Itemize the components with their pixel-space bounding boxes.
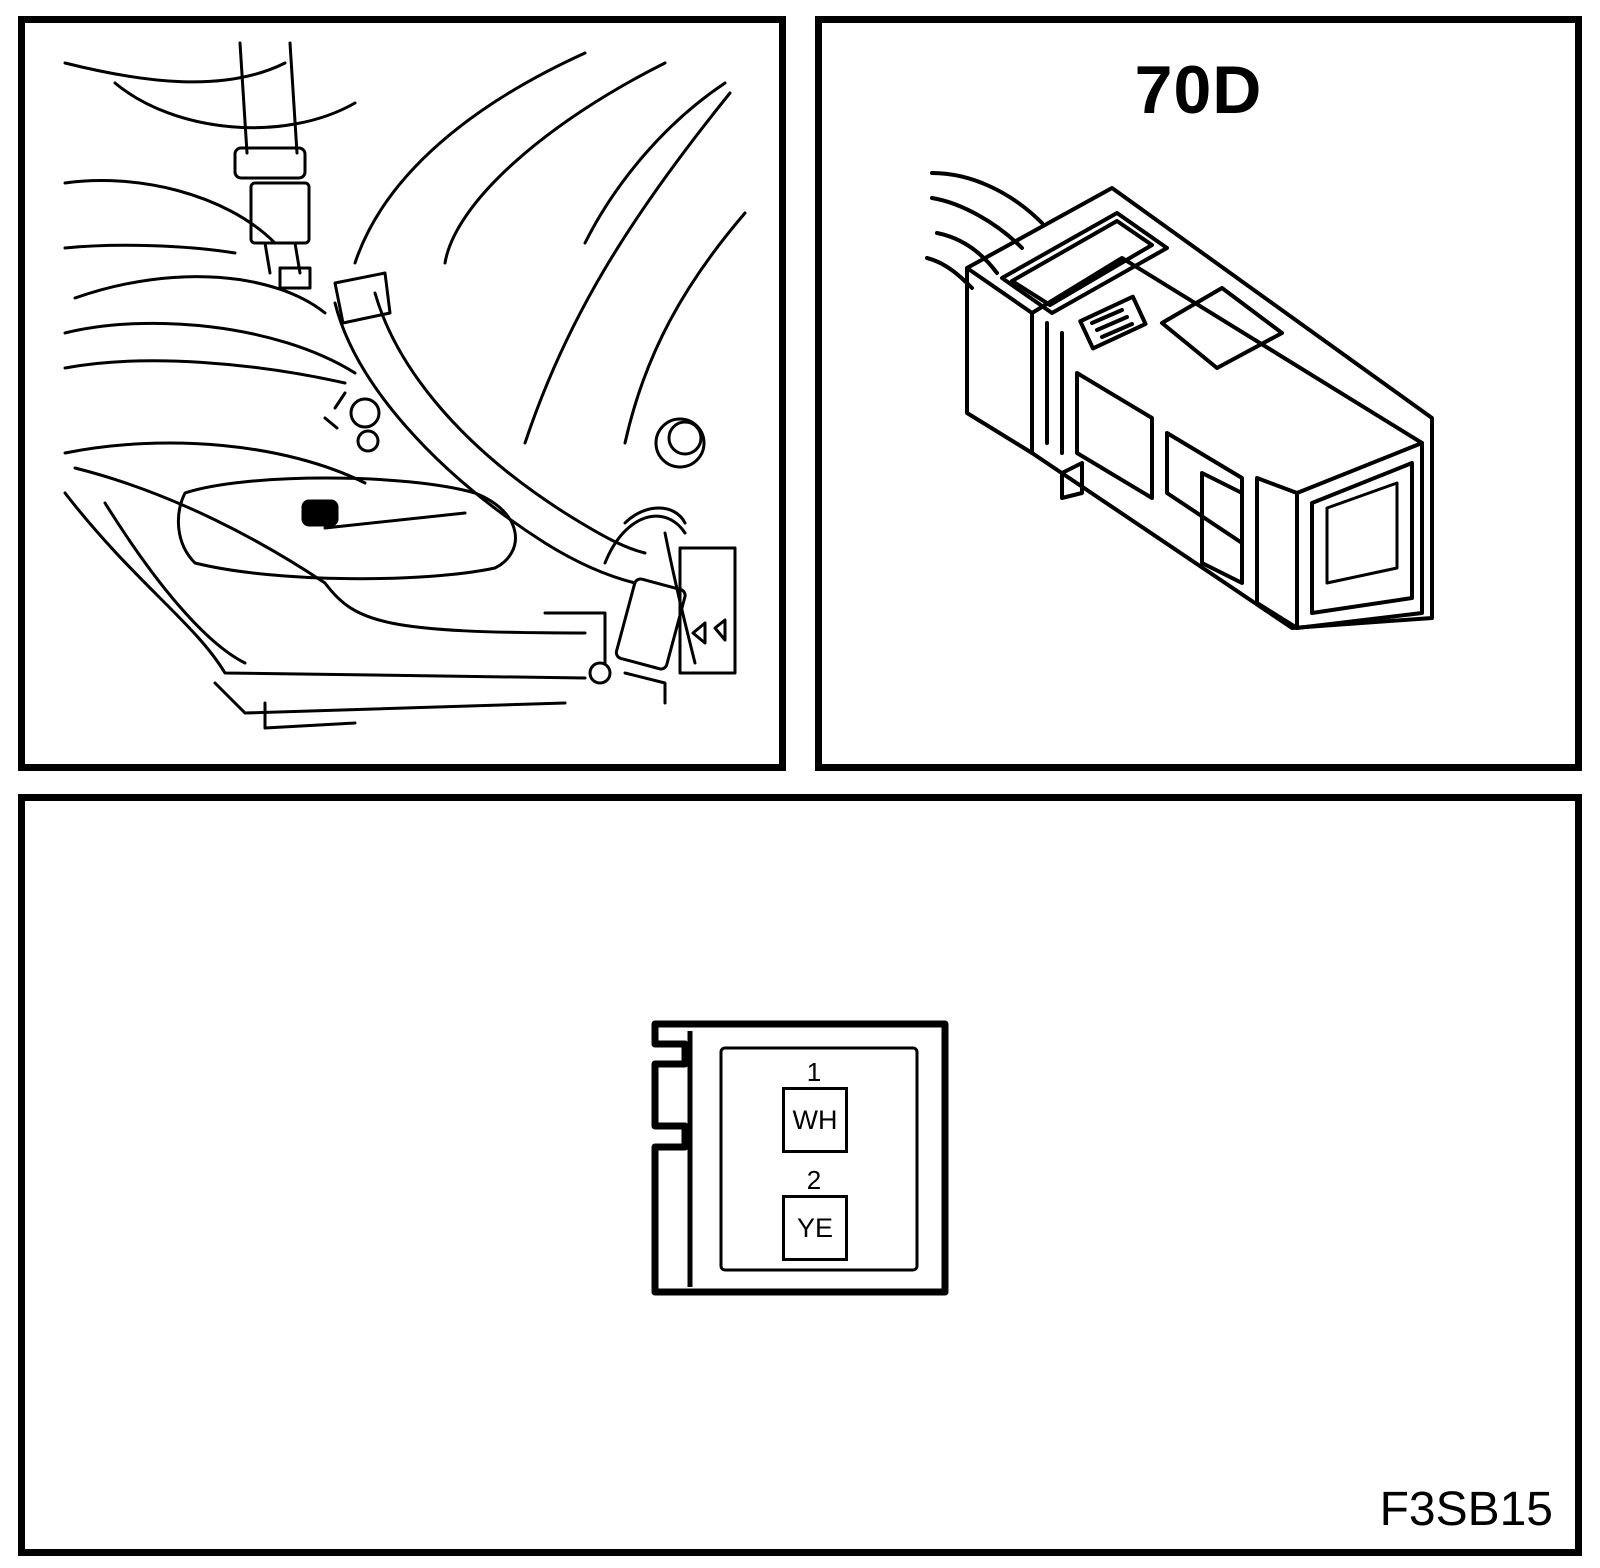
connector-label: 70D: [1134, 52, 1263, 128]
connector-drawing: [925, 171, 1434, 630]
pin-2-wire-color: YE: [782, 1195, 848, 1261]
figure-code: F3SB15: [1379, 1483, 1553, 1536]
pin-1-number: 1: [806, 1057, 822, 1087]
connector-face-outline: [651, 1020, 949, 1296]
connector-illustration: 70D: [815, 16, 1582, 771]
pin-1-wire-color: WH: [782, 1087, 848, 1153]
connector-pinout-panel: 1 WH 2 YE F3SB15: [18, 794, 1582, 1556]
pin-2-number: 2: [806, 1165, 822, 1195]
seat-drawing: [63, 41, 747, 730]
seat-location-illustration: [18, 16, 786, 771]
